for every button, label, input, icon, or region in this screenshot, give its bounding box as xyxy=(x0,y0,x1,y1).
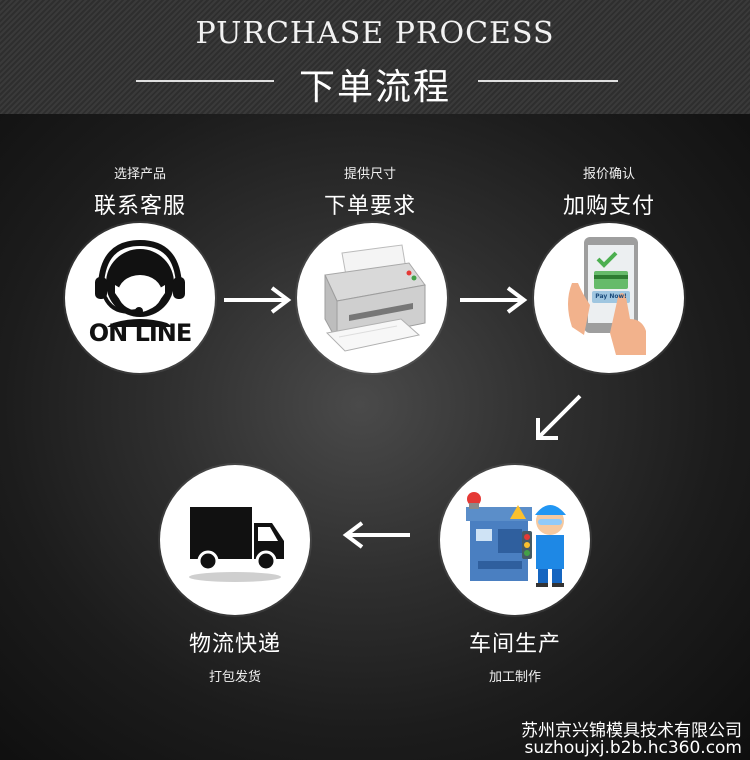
step-logistics-delivery: 物流快递 打包发货 xyxy=(160,626,310,685)
step-workshop-production: 车间生产 加工制作 xyxy=(440,626,590,685)
step-contact-service: 选择产品 联系客服 xyxy=(65,163,215,220)
step-title: 车间生产 xyxy=(468,632,561,657)
pay-now-label: Pay Now! xyxy=(595,293,627,300)
step-subtitle: 提供尺寸 xyxy=(343,167,396,182)
step-title: 物流快递 xyxy=(188,632,281,657)
step-payment: 报价确认 加购支付 xyxy=(534,163,684,220)
header-divider-left xyxy=(136,80,274,82)
headset-online-icon: ON LINE xyxy=(65,223,215,373)
factory-worker-icon xyxy=(440,465,590,615)
arrow-left-icon xyxy=(342,521,410,549)
title-chinese: 下单流程 xyxy=(298,67,451,108)
header-banner: PURCHASE PROCESS 下单流程 xyxy=(0,0,750,114)
title-english: PURCHASE PROCESS xyxy=(195,16,555,51)
printer-icon xyxy=(297,223,447,373)
step-subtitle: 选择产品 xyxy=(113,167,166,182)
step-subtitle: 加工制作 xyxy=(488,670,541,685)
company-url[interactable]: suzhoujxj.b2b.hc360.com xyxy=(524,738,743,758)
step-order-requirements: 提供尺寸 下单要求 xyxy=(295,163,445,220)
process-board xyxy=(0,114,750,760)
mobile-payment-icon: Pay Now! xyxy=(534,223,684,373)
arrow-right-icon xyxy=(460,286,528,314)
step-title: 联系客服 xyxy=(93,194,186,219)
company-name: 苏州京兴锦模具技术有限公司 xyxy=(521,721,742,741)
arrow-down-left-icon xyxy=(536,394,582,440)
delivery-truck-icon xyxy=(160,465,310,615)
header-divider-right xyxy=(478,80,618,82)
step-title: 加购支付 xyxy=(562,194,655,219)
step-subtitle: 报价确认 xyxy=(582,167,635,182)
online-label: ON LINE xyxy=(88,319,193,347)
step-subtitle: 打包发货 xyxy=(208,670,261,685)
arrow-right-icon xyxy=(224,286,292,314)
step-title: 下单要求 xyxy=(323,194,416,219)
